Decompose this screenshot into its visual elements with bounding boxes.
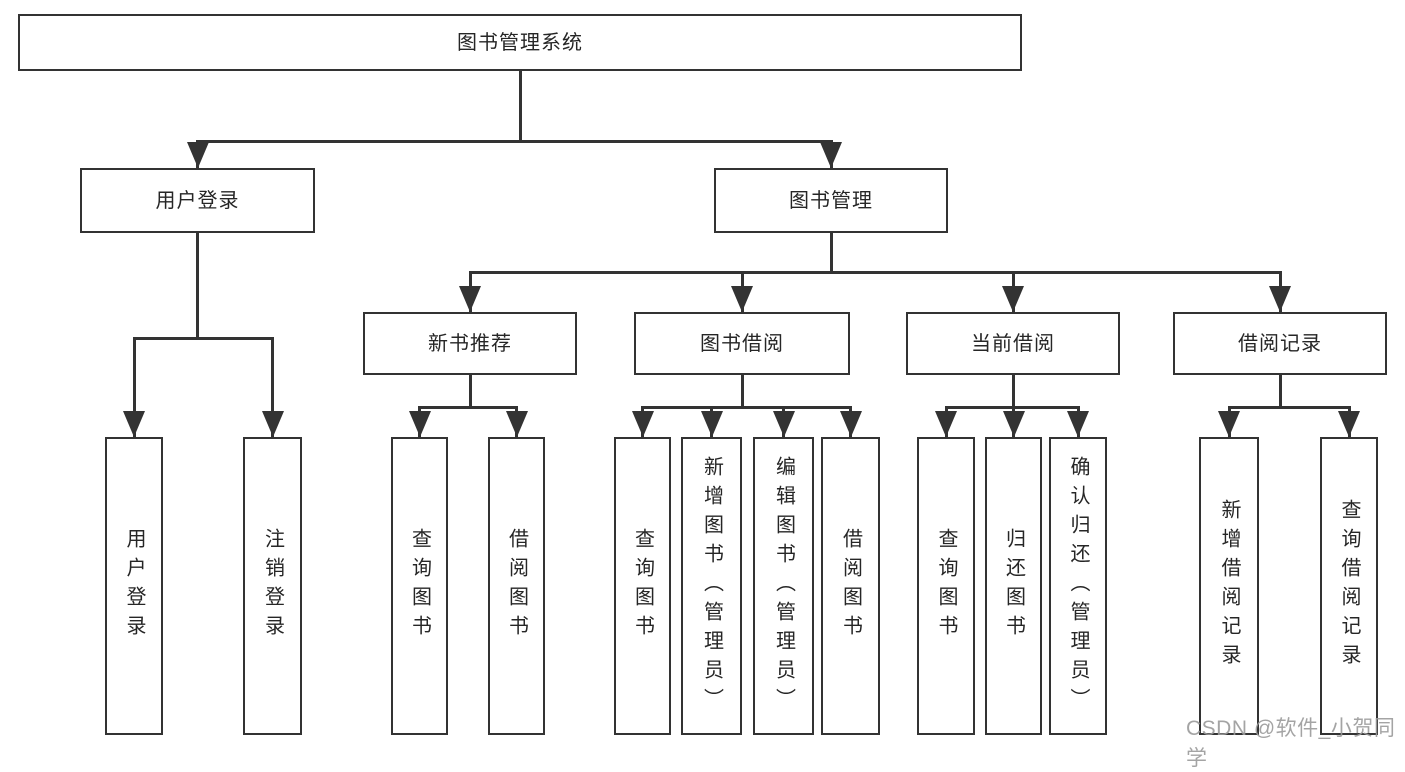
node-book-borrow: 图书借阅 bbox=[634, 312, 850, 375]
connector-stem-book-borrow bbox=[740, 375, 744, 406]
arrow-down-icon bbox=[1002, 286, 1024, 312]
arrow-down-icon bbox=[700, 411, 723, 437]
node-cb-query-books: 查询图书 bbox=[917, 437, 975, 735]
arrow-down-icon bbox=[839, 411, 862, 437]
node-br-add-record: 新增借阅记录 bbox=[1199, 437, 1259, 735]
connector-bar-user-login bbox=[132, 337, 274, 340]
node-bb-query-books: 查询图书 bbox=[614, 437, 671, 735]
connector-bar-book-mgmt bbox=[468, 271, 1282, 274]
arrow-down-icon bbox=[1269, 286, 1291, 312]
connector-bar-new-book-rec bbox=[418, 406, 518, 409]
connector-stem-root bbox=[518, 71, 522, 140]
arrow-down-icon bbox=[261, 411, 284, 437]
connector-drop-ul-user-login bbox=[132, 337, 136, 437]
node-bb-edit-books: 编辑图书（管理员） bbox=[753, 437, 814, 735]
node-root: 图书管理系统 bbox=[18, 14, 1022, 71]
node-new-book-rec: 新书推荐 bbox=[363, 312, 577, 375]
node-current-borrow: 当前借阅 bbox=[906, 312, 1120, 375]
connector-stem-user-login bbox=[196, 233, 199, 337]
arrow-down-icon bbox=[1218, 411, 1240, 437]
node-borrow-records: 借阅记录 bbox=[1173, 312, 1387, 375]
node-ul-user-login: 用户登录 bbox=[105, 437, 163, 735]
connector-bar-borrow-records bbox=[1227, 406, 1351, 409]
arrow-down-icon bbox=[1067, 411, 1089, 437]
node-nbr-borrow-books: 借阅图书 bbox=[488, 437, 545, 735]
node-bb-borrow-books: 借阅图书 bbox=[821, 437, 880, 735]
connector-stem-book-mgmt bbox=[829, 233, 833, 271]
node-cb-return-books: 归还图书 bbox=[985, 437, 1042, 735]
watermark: CSDN @软件_小贺同学 bbox=[1186, 717, 1396, 770]
connector-drop-ul-logout bbox=[271, 337, 274, 437]
node-ul-logout: 注销登录 bbox=[243, 437, 302, 735]
connector-bar-root bbox=[196, 140, 833, 143]
arrow-down-icon bbox=[1002, 411, 1025, 437]
arrow-down-icon bbox=[935, 411, 957, 437]
connector-stem-borrow-records bbox=[1278, 375, 1282, 406]
node-user-login: 用户登录 bbox=[80, 168, 315, 233]
connector-stem-new-book-rec bbox=[468, 375, 472, 406]
arrow-down-icon bbox=[820, 142, 842, 168]
arrow-down-icon bbox=[408, 411, 431, 437]
arrow-down-icon bbox=[772, 411, 795, 437]
arrow-down-icon bbox=[186, 142, 209, 168]
node-bb-add-books: 新增图书（管理员） bbox=[681, 437, 742, 735]
node-nbr-query-books: 查询图书 bbox=[391, 437, 448, 735]
connector-stem-current-borrow bbox=[1011, 375, 1015, 406]
arrow-down-icon bbox=[123, 411, 145, 437]
arrow-down-icon bbox=[505, 411, 528, 437]
arrow-down-icon bbox=[731, 286, 753, 312]
diagram-canvas: 图书管理系统用户登录图书管理新书推荐图书借阅当前借阅借阅记录用户登录注销登录查询… bbox=[18, 14, 1387, 735]
node-cb-confirm-return: 确认归还（管理员） bbox=[1049, 437, 1107, 735]
arrow-down-icon bbox=[631, 411, 654, 437]
node-book-mgmt: 图书管理 bbox=[714, 168, 948, 233]
connector-bar-book-borrow bbox=[641, 406, 852, 409]
arrow-down-icon bbox=[1338, 411, 1360, 437]
arrow-down-icon bbox=[459, 286, 481, 312]
node-br-query-record: 查询借阅记录 bbox=[1320, 437, 1378, 735]
